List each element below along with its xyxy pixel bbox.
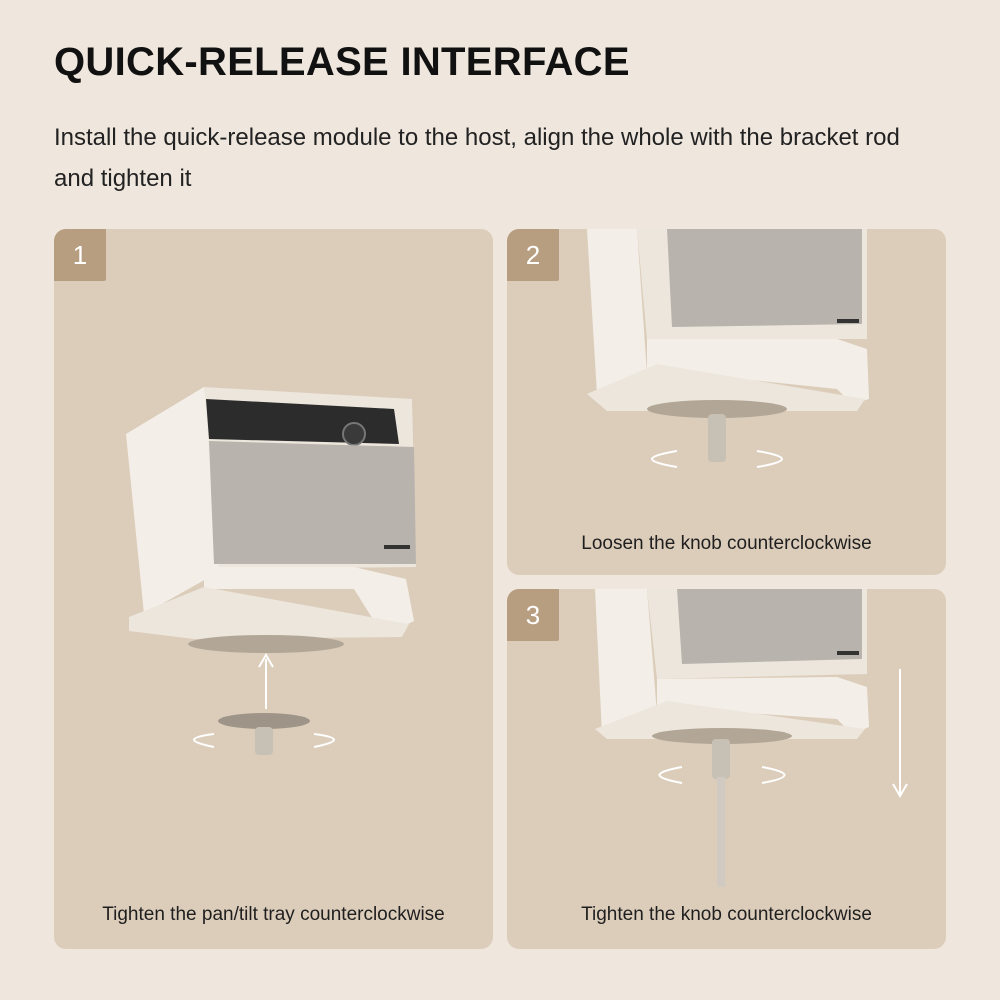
- projector-illustration-step-3: [595, 589, 908, 887]
- step-caption: Tighten the knob counterclockwise: [581, 904, 872, 925]
- step-panel-1: 1 Tighten the pan/tilt tray counterclock…: [54, 229, 493, 949]
- step-caption: Loosen the knob counterclockwise: [581, 533, 872, 554]
- step-caption: Tighten the pan/tilt tray counterclockwi…: [102, 904, 445, 925]
- page-subtitle: Install the quick-release module to the …: [54, 124, 900, 192]
- step-number-badge: 3: [507, 589, 559, 641]
- step-panel-3: 3 Tighten the knob counterclockwise: [507, 589, 946, 949]
- projector-illustration-step-2: [587, 229, 869, 468]
- step-number-badge: 1: [54, 229, 106, 281]
- step-panel-2: 2 Loosen the knob counterclockwise: [507, 229, 946, 575]
- page-title: QUICK-RELEASE INTERFACE: [54, 40, 630, 84]
- step-number-badge: 2: [507, 229, 559, 281]
- projector-illustration-step-1: [126, 387, 416, 755]
